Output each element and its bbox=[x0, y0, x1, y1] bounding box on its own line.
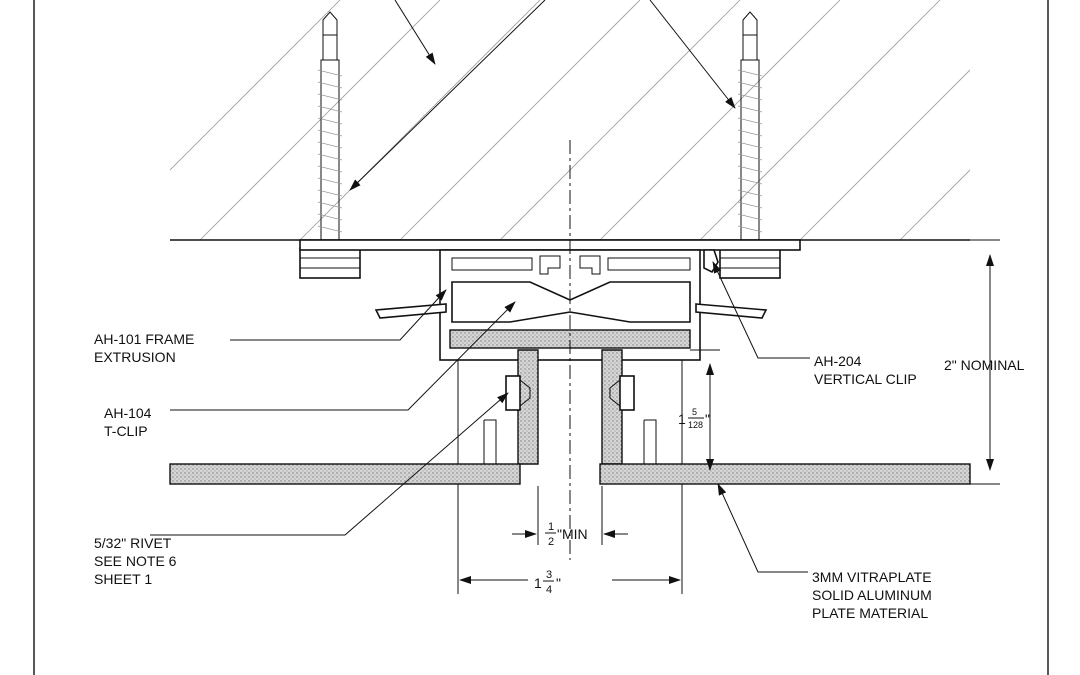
label-rivet: 5/32" RIVET SEE NOTE 6 SHEET 1 bbox=[94, 535, 180, 587]
svg-text:1: 1 bbox=[678, 411, 686, 427]
panel-left bbox=[169, 463, 521, 485]
right-screw bbox=[719, 11, 781, 279]
svg-text:": " bbox=[705, 411, 710, 427]
panel-right bbox=[599, 463, 971, 485]
svg-text:4: 4 bbox=[546, 584, 552, 596]
dim-nominal bbox=[970, 239, 1000, 485]
svg-text:3: 3 bbox=[546, 569, 552, 581]
dim-gap bbox=[512, 486, 628, 545]
svg-text:2: 2 bbox=[548, 536, 554, 548]
sheet-border bbox=[33, 0, 1049, 675]
left-screw bbox=[299, 11, 361, 279]
label-t-clip: AH-104 T-CLIP bbox=[104, 405, 155, 439]
svg-text:"MIN: "MIN bbox=[557, 526, 588, 542]
svg-text:5: 5 bbox=[692, 407, 697, 417]
svg-text:1: 1 bbox=[534, 575, 542, 591]
label-vertical-clip: AH-204 VERTICAL CLIP bbox=[814, 353, 917, 387]
svg-text:1: 1 bbox=[548, 521, 554, 533]
t-clip bbox=[457, 349, 683, 484]
dim-depth-text: 1 5 128 " bbox=[678, 407, 710, 430]
label-frame-extrusion: AH-101 FRAME EXTRUSION bbox=[94, 331, 198, 365]
substrate-hatch bbox=[170, 0, 970, 240]
rivet-right bbox=[609, 375, 635, 411]
svg-text:128: 128 bbox=[688, 420, 703, 430]
label-plate-material: 3MM VITRAPLATE SOLID ALUMINUM PLATE MATE… bbox=[812, 569, 936, 621]
label-nominal: 2" NOMINAL bbox=[944, 357, 1025, 373]
dim-width-text: 1 3 4 " bbox=[534, 569, 561, 596]
svg-text:": " bbox=[556, 575, 561, 591]
dim-width bbox=[457, 484, 683, 594]
leader-lines bbox=[150, 0, 810, 573]
dim-gap-text: 1 2 "MIN bbox=[545, 521, 588, 548]
dim-depth bbox=[690, 349, 720, 471]
